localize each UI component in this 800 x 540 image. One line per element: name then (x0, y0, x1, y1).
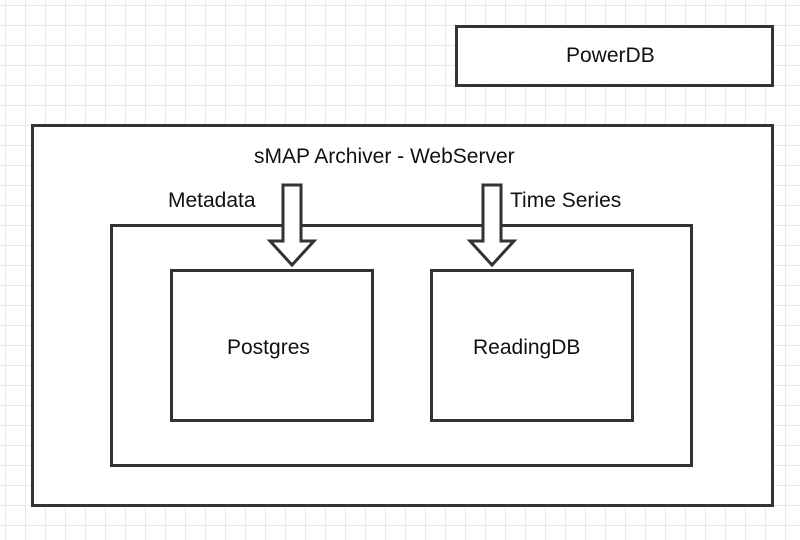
postgres-label: Postgres (227, 336, 310, 359)
readingdb-label: ReadingDB (473, 336, 581, 359)
archiver-box (31, 124, 774, 507)
metadata-edge-label: Metadata (168, 189, 256, 212)
metadata-arrow-icon (266, 183, 318, 268)
powerdb-box (455, 25, 774, 87)
archiver-label: sMAP Archiver - WebServer (254, 145, 515, 168)
time-series-edge-label: Time Series (510, 189, 622, 212)
storage-container-box (110, 224, 693, 467)
powerdb-label: PowerDB (566, 44, 655, 67)
readingdb-box (430, 269, 634, 422)
postgres-box (170, 269, 374, 422)
time-series-arrow-icon (466, 183, 518, 268)
